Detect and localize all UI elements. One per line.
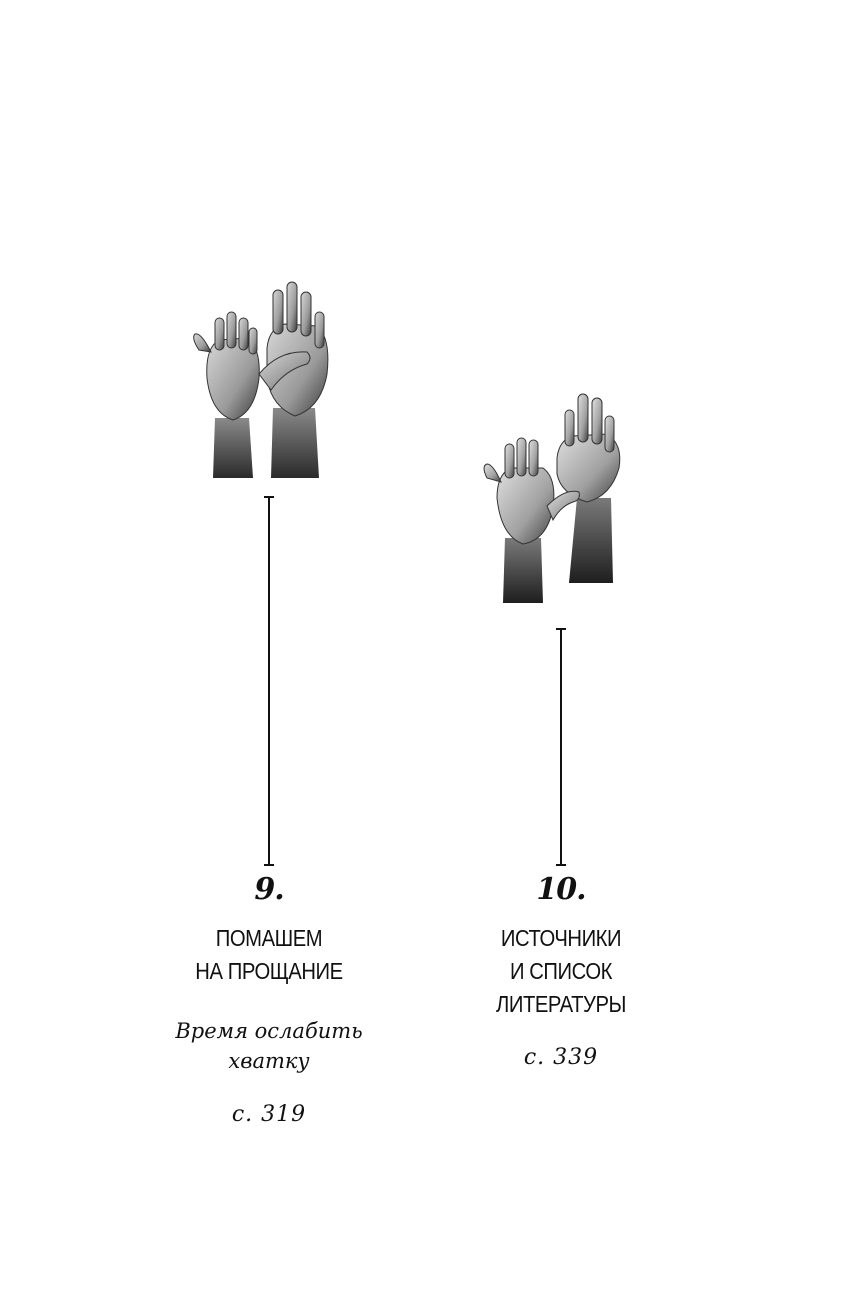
chapter-number: 9. — [254, 872, 284, 907]
page-reference: с. 339 — [523, 1045, 599, 1070]
page-reference: с. 319 — [231, 1102, 307, 1127]
chapter-number: 10. — [536, 872, 586, 907]
chapter-title-line: ЛИТЕРАТУРЫ — [495, 991, 626, 1017]
waving-hands-image — [193, 281, 329, 478]
chapter-subtitle-line: хватку — [228, 1049, 310, 1073]
chapter-title-line: НА ПРОЩАНИЕ — [195, 958, 343, 984]
chapter-title: ИСТОЧНИКИ И СПИСОК ЛИТЕРАТУРЫ — [429, 922, 693, 1021]
chapter-subtitle: Время ослабить хватку — [119, 1016, 419, 1076]
waving-hands-image — [483, 393, 621, 603]
timeline-connector — [556, 628, 566, 866]
chapter-title-line: И СПИСОК — [509, 958, 613, 984]
chapter-title-line: ИСТОЧНИКИ — [500, 925, 622, 951]
chapter-title-line: ПОМАШЕМ — [215, 925, 323, 951]
chapter-title: ПОМАШЕМ НА ПРОЩАНИЕ — [137, 922, 401, 988]
chapter-subtitle-line: Время ослабить — [175, 1019, 363, 1043]
timeline-connector — [264, 496, 274, 866]
